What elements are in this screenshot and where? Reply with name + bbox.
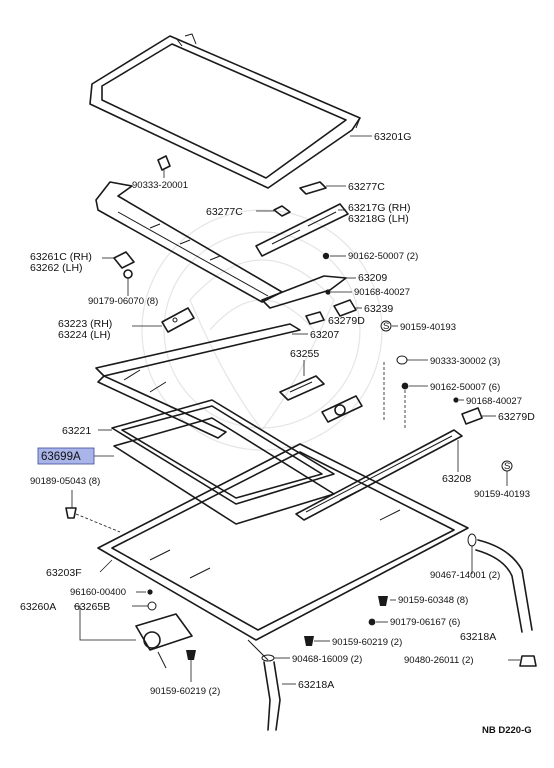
svg-text:S: S: [504, 461, 510, 472]
label-63223[interactable]: 63223 (RH): [58, 318, 112, 330]
guide-63279d-top[interactable]: [305, 311, 325, 325]
label-63279d-right[interactable]: 63279D: [498, 411, 535, 423]
label-63279d-top[interactable]: 63279D: [328, 315, 365, 327]
clip-90480-26011[interactable]: [519, 655, 537, 667]
motor-63260a[interactable]: [135, 613, 193, 669]
label-63218a-bot[interactable]: 63218A: [298, 679, 334, 691]
label-63217g[interactable]: 63217G (RH): [348, 202, 410, 214]
housing-frame-63203f[interactable]: [97, 443, 469, 661]
label-63262[interactable]: 63262 (LH): [30, 262, 83, 274]
drain-hose-63218a-bottom[interactable]: [263, 661, 281, 731]
bolt-90162-50007-top[interactable]: [322, 252, 330, 260]
washer-90159-40193-top[interactable]: S: [380, 320, 392, 332]
glass-panel[interactable]: [89, 33, 361, 189]
clip-90333-30002[interactable]: [396, 355, 408, 365]
label-63221[interactable]: 63221: [62, 425, 91, 437]
spacer-63277c-top[interactable]: [299, 181, 327, 195]
label-96160-00400[interactable]: 96160-00400: [70, 587, 126, 598]
label-63207[interactable]: 63207: [310, 329, 339, 341]
label-63208[interactable]: 63208: [442, 473, 471, 485]
label-63218a-right[interactable]: 63218A: [460, 631, 496, 643]
label-63255[interactable]: 63255: [290, 348, 319, 360]
label-63201g[interactable]: 63201G: [374, 131, 411, 143]
drain-hose-63218a-right[interactable]: [475, 539, 533, 633]
clip-90333-20001[interactable]: [157, 155, 171, 171]
guide-63279d-right[interactable]: [461, 407, 483, 425]
label-90480-26011[interactable]: 90480-26011 (2): [404, 655, 474, 666]
label-90189-05043[interactable]: 90189-05043 (8): [30, 476, 100, 487]
bracket-63261c[interactable]: [113, 251, 135, 269]
label-90159-60219-bot[interactable]: 90159-60219 (2): [150, 686, 220, 697]
label-63224[interactable]: 63224 (LH): [58, 329, 111, 341]
screw-90179-06070[interactable]: [123, 269, 133, 279]
label-63209[interactable]: 63209: [358, 272, 387, 284]
screw-96160-00400[interactable]: [147, 589, 153, 595]
label-90162-50007-2[interactable]: 90162-50007 (2): [348, 251, 418, 262]
label-90168-40027-top[interactable]: 90168-40027: [354, 287, 410, 298]
label-63277c-top[interactable]: 63277C: [348, 181, 385, 193]
mechanism-right[interactable]: [321, 395, 363, 423]
label-63261c[interactable]: 63261C (RH): [30, 251, 92, 263]
label-63239[interactable]: 63239: [364, 303, 393, 315]
label-90333-20001[interactable]: 90333-20001: [132, 180, 188, 191]
clamp-90467-14001[interactable]: [467, 533, 477, 547]
slider-63255[interactable]: [279, 375, 325, 401]
screw-90168-40027-right[interactable]: [453, 397, 459, 403]
label-63260a[interactable]: 63260A: [20, 601, 56, 613]
label-63277c-left[interactable]: 63277C: [206, 206, 243, 218]
label-90162-50007-6[interactable]: 90162-50007 (6): [430, 382, 500, 393]
bolt-90159-60219-left[interactable]: [186, 650, 196, 660]
bolt-90162-50007-right[interactable]: [401, 382, 409, 390]
part-labels: 63201G 90333-20001 63277C 63277C 63217G …: [20, 131, 535, 736]
label-90159-40193-right[interactable]: 90159-40193: [474, 489, 530, 500]
washer-90159-40193-right[interactable]: S: [501, 460, 513, 472]
label-63265b[interactable]: 63265B: [74, 601, 110, 613]
screw-90168-40027-top[interactable]: [325, 289, 331, 295]
clip-90189-05043[interactable]: [65, 507, 77, 519]
trim-63217g[interactable]: [255, 203, 349, 257]
bracket-63239[interactable]: [333, 299, 357, 317]
label-90179-06167[interactable]: 90179-06167 (6): [390, 617, 460, 628]
arm-63209[interactable]: [261, 275, 347, 309]
label-90179-06070[interactable]: 90179-06070 (8): [88, 296, 158, 307]
clamp-90468-16009[interactable]: [261, 654, 275, 662]
label-90159-40193-top[interactable]: 90159-40193: [400, 322, 456, 333]
spacer-63277c-left[interactable]: [273, 205, 291, 217]
grommet-63265b[interactable]: [147, 601, 157, 611]
label-63699a[interactable]: 63699A: [41, 451, 81, 463]
label-63203f[interactable]: 63203F: [46, 567, 82, 579]
label-90468-16009[interactable]: 90468-16009 (2): [292, 654, 362, 665]
svg-text:S: S: [383, 321, 389, 332]
label-90159-60219-mid[interactable]: 90159-60219 (2): [332, 637, 402, 648]
nut-90179-06167[interactable]: [368, 618, 376, 626]
label-90159-60348[interactable]: 90159-60348 (8): [398, 595, 468, 606]
label-90467-14001[interactable]: 90467-14001 (2): [430, 570, 500, 581]
label-90168-40027-right[interactable]: 90168-40027: [466, 396, 522, 407]
diagram-code: NB D220-G: [482, 725, 532, 736]
highlight-box-63699a: [37, 447, 95, 465]
bolt-90159-60348[interactable]: [378, 596, 388, 606]
bolt-90159-60219-mid[interactable]: [304, 636, 314, 646]
bracket-63223[interactable]: [161, 307, 195, 333]
label-90333-30002[interactable]: 90333-30002 (3): [430, 356, 500, 367]
weatherstrip-63221[interactable]: [111, 399, 335, 505]
rail-63208[interactable]: [295, 429, 463, 521]
frame-63261c[interactable]: [95, 181, 283, 303]
label-63218g[interactable]: 63218G (LH): [348, 213, 409, 225]
